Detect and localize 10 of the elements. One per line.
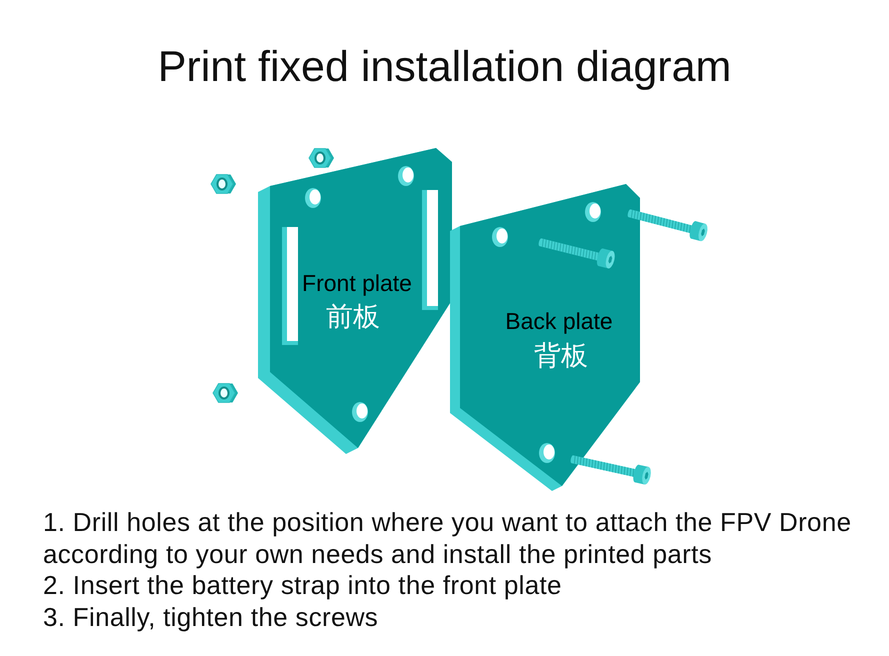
plate-label: 前板 — [326, 301, 380, 333]
instruction-step: 3. Finally, tighten the screws — [43, 602, 378, 633]
plate-label: Back plate — [505, 308, 613, 334]
instruction-step: 1. Drill holes at the position where you want to attach the FPV Drone according to your own needs and install the printed parts — [43, 507, 887, 570]
diagram-title: Print fixed installation diagram — [158, 42, 732, 92]
instruction-step: 2. Insert the battery strap into the front plate — [43, 570, 562, 602]
front-plate — [258, 148, 452, 454]
back-plate — [450, 184, 640, 491]
plate-label: 背板 — [534, 340, 588, 372]
plate-label: Front plate — [302, 270, 412, 296]
